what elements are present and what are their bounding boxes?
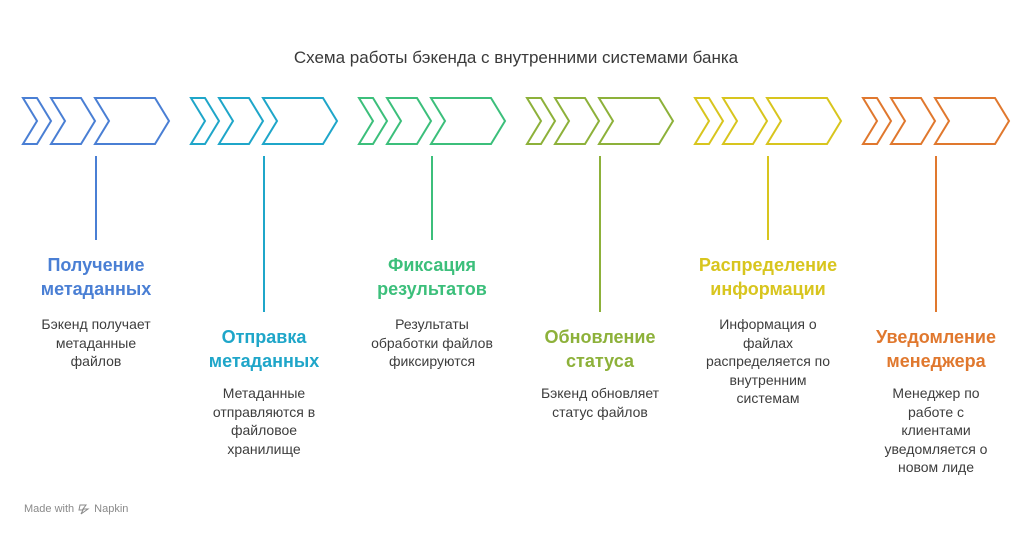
step-description-line: файловое xyxy=(230,422,298,438)
step-description-line: статус файлов xyxy=(552,403,648,420)
chevron-arrows-5 xyxy=(693,97,843,145)
diagram-title: Схема работы бэкенда с внутренними систе… xyxy=(293,48,739,67)
chevron-3-2 xyxy=(385,97,433,145)
step-description-line: внутренним xyxy=(729,371,807,388)
step-description-1: Бэкенд получает метаданные файлов xyxy=(26,315,166,371)
chevron-6-3 xyxy=(933,97,1011,145)
chevron-3-1 xyxy=(357,97,389,145)
step-description-5: Информация о файлах распределяется по внутр… xyxy=(698,315,838,408)
step-title-line: Получение xyxy=(47,255,145,275)
step-title-line: статуса xyxy=(566,351,634,371)
chevron-4-2 xyxy=(553,97,601,145)
step-description-line: новом лиде xyxy=(897,459,975,475)
chevron-6-1 xyxy=(861,97,893,145)
step-title-line: Фиксация xyxy=(387,255,477,275)
step-description-line: распределяется по xyxy=(705,353,831,369)
step-description-line: Метаданные xyxy=(222,385,306,401)
chevron-2-1 xyxy=(189,97,221,145)
step-description-line: работе с xyxy=(908,403,964,420)
step-description-line: клиентами xyxy=(901,422,971,438)
step-description-line: метаданные xyxy=(55,334,137,351)
chevron-1-3 xyxy=(93,97,171,145)
connector-line-4 xyxy=(599,156,601,312)
step-description-line: Бэкенд получает xyxy=(41,316,151,332)
step-title-line: менеджера xyxy=(886,351,986,371)
step-description-line: файлах xyxy=(742,334,794,351)
chevron-arrows-6 xyxy=(861,97,1011,145)
connector-line-2 xyxy=(263,156,265,312)
step-description-line: обработки файлов xyxy=(371,334,493,351)
napkin-logo-icon xyxy=(78,504,90,515)
chevron-5-3 xyxy=(765,97,843,145)
step-description-line: отправляются в xyxy=(212,403,316,420)
chevron-2-3 xyxy=(261,97,339,145)
step-description-4: Бэкенд обновляет статус файлов xyxy=(530,384,670,421)
step-title-3: Фиксация результатов xyxy=(348,253,516,301)
step-description-line: фиксируются xyxy=(388,353,476,369)
connector-line-3 xyxy=(431,156,433,240)
step-title-line: результатов xyxy=(377,279,487,299)
chevron-2-2 xyxy=(217,97,265,145)
step-title-line: информации xyxy=(710,279,826,299)
step-title-line: Уведомление xyxy=(875,327,996,347)
step-description-line: системам xyxy=(736,390,800,406)
step-description-line: Менеджер по xyxy=(892,385,980,401)
chevron-4-3 xyxy=(597,97,675,145)
step-description-2: Метаданные отправляются в файловое хранилищ… xyxy=(194,384,334,458)
step-title-5: Распределение информации xyxy=(684,253,852,301)
chevron-1-1 xyxy=(21,97,53,145)
connector-line-5 xyxy=(767,156,769,240)
step-title-4: Обновление статуса xyxy=(516,325,684,373)
connector-line-1 xyxy=(95,156,97,240)
napkin-brand-text: Napkin xyxy=(94,503,129,515)
chevron-1-2 xyxy=(49,97,97,145)
step-title-line: метаданных xyxy=(208,351,320,371)
step-title-6: Уведомление менеджера xyxy=(852,325,1020,373)
step-title-2: Отправка метаданных xyxy=(180,325,348,373)
step-title-1: Получение метаданных xyxy=(12,253,180,301)
chevron-4-1 xyxy=(525,97,557,145)
step-title-line: Обновление xyxy=(544,327,656,347)
chevron-arrows-2 xyxy=(189,97,339,145)
step-title-line: метаданных xyxy=(40,279,152,299)
connector-line-6 xyxy=(935,156,937,312)
step-description-line: уведомляется о xyxy=(884,440,988,457)
step-title-line: Распределение xyxy=(698,255,838,275)
chevron-5-1 xyxy=(693,97,725,145)
step-description-3: Результаты обработки файлов фиксируются xyxy=(362,315,502,371)
made-with-text: Made with xyxy=(24,503,75,515)
step-description-line: Бэкенд обновляет xyxy=(540,385,660,401)
step-description-line: файлов xyxy=(70,353,122,369)
step-description-6: Менеджер по работе с клиентами уведомляется… xyxy=(866,384,1006,477)
footer-watermark: Made with Napkin xyxy=(24,503,128,515)
chevron-arrows-3 xyxy=(357,97,507,145)
chevron-arrows-1 xyxy=(21,97,171,145)
chevron-arrows-4 xyxy=(525,97,675,145)
chevron-5-2 xyxy=(721,97,769,145)
chevron-3-3 xyxy=(429,97,507,145)
step-description-line: Информация о xyxy=(719,316,817,332)
step-description-line: хранилище xyxy=(227,440,301,457)
step-description-line: Результаты xyxy=(395,316,469,332)
chevron-6-2 xyxy=(889,97,937,145)
step-title-line: Отправка xyxy=(221,327,307,347)
